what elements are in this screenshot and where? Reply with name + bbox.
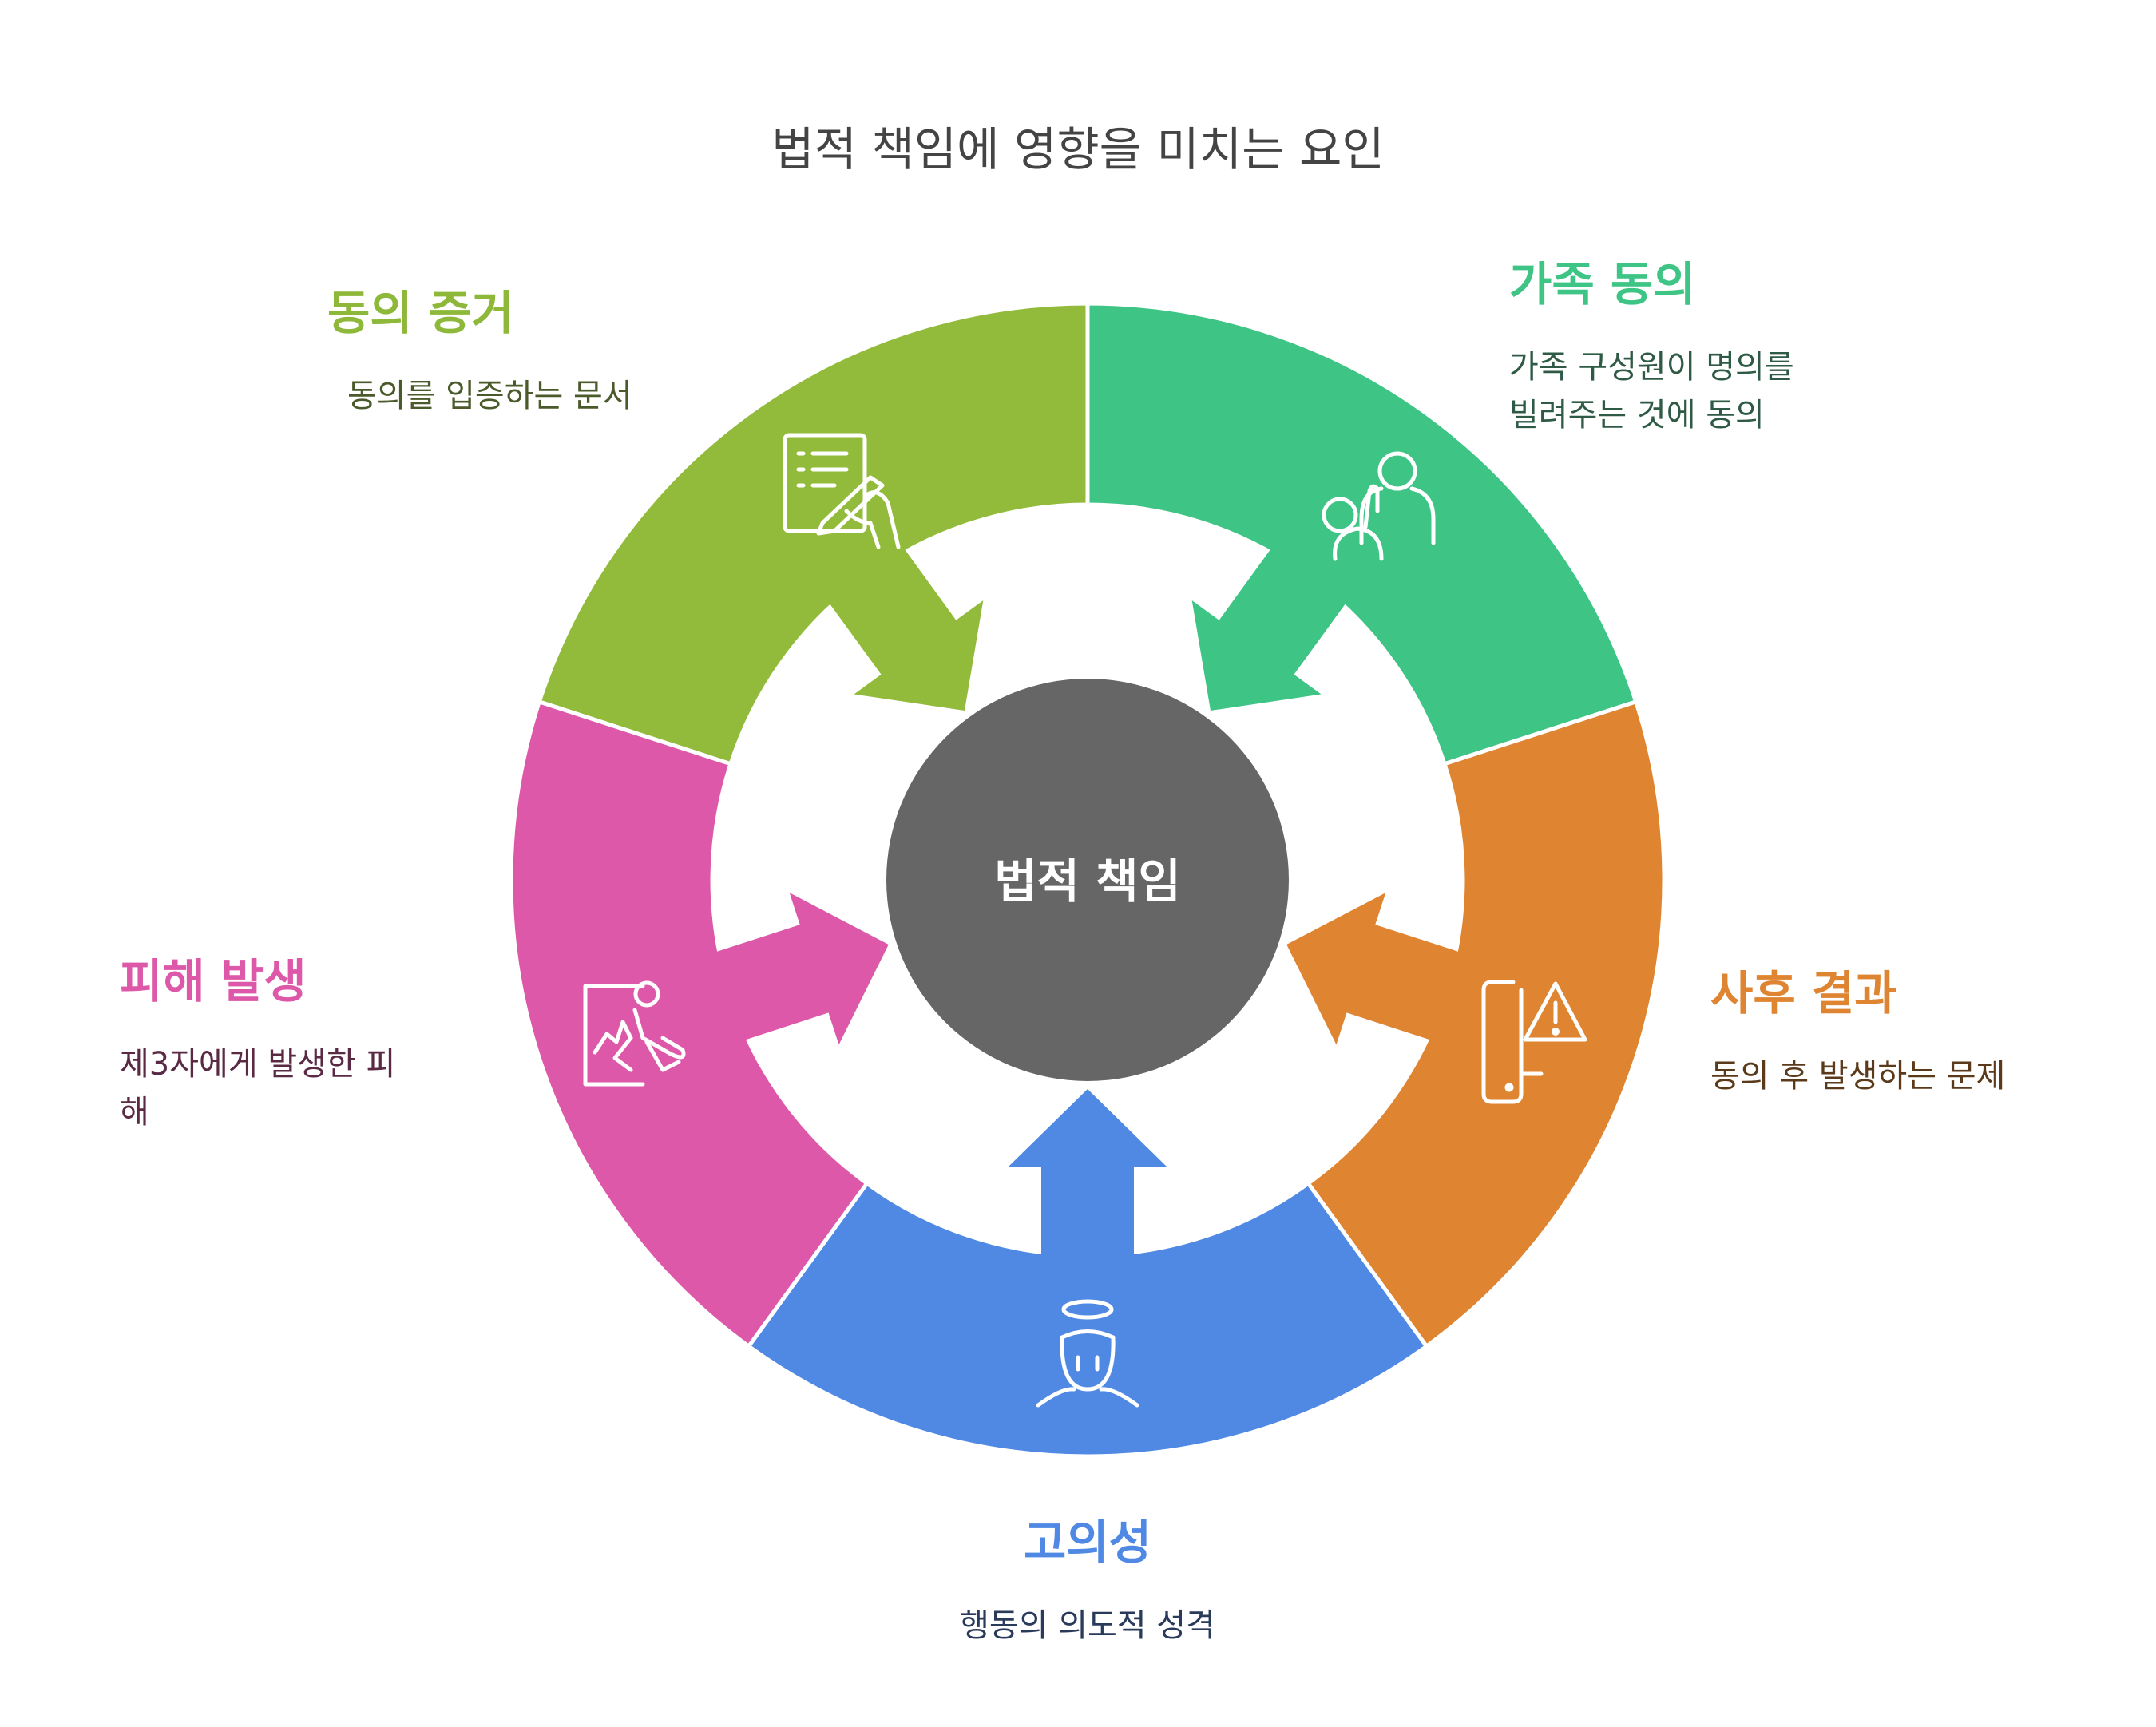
phone-warning-icon	[1481, 980, 1587, 1104]
arrow-harm	[678, 893, 889, 1052]
family-people-icon	[1322, 451, 1436, 561]
label-aftermath-description: 동의 후 발생하는 문제	[1710, 1057, 2006, 1095]
label-evidence-description: 동의를 입증하는 문서	[347, 377, 632, 414]
halo-person-icon	[1036, 1299, 1139, 1408]
label-harm-description-line: 해	[120, 1093, 149, 1131]
label-intent-description: 행동의 의도적 성격	[960, 1606, 1215, 1644]
segment-intent	[746, 1180, 1429, 1459]
diagram-title: 법적 책임에 영향을 미치는 요인	[771, 122, 1385, 176]
arrow-intent	[1008, 1089, 1167, 1295]
label-family-description: 가족 구성원이 명의를 빌려주는 것에 동의	[1509, 343, 1956, 439]
label-harm-description-line: 제3자에게 발생한 피	[120, 1045, 396, 1083]
label-evidence: 동의 증거 동의를 입증하는 문서	[327, 286, 727, 420]
falling-person-icon	[583, 980, 686, 1087]
label-family-description-line: 가족 구성원이 명의를	[1509, 348, 1794, 386]
center-label: 법적 책임	[994, 854, 1181, 909]
label-intent-title: 고의성	[1023, 1515, 1152, 1570]
segment-evidence	[537, 301, 1090, 766]
label-evidence-title: 동의 증거	[327, 286, 514, 340]
arrow-aftermath	[1286, 893, 1497, 1052]
arrow-evidence	[806, 517, 984, 711]
segment-harm	[509, 699, 870, 1349]
label-harm-title: 피해 발생	[120, 954, 307, 1008]
document-signing-icon	[783, 433, 901, 549]
label-family: 가족 동의 가족 구성원이 명의를 빌려주는 것에 동의	[1509, 257, 1956, 439]
label-intent: 고의성 행동의 의도적 성격	[848, 1515, 1327, 1650]
label-family-description-line: 빌려주는 것에 동의	[1509, 396, 1765, 434]
label-harm-description: 제3자에게 발생한 피 해	[120, 1040, 431, 1136]
segment-aftermath	[1305, 699, 1667, 1349]
arrow-family	[1191, 517, 1369, 711]
label-aftermath-title: 사후 결과	[1710, 966, 1897, 1020]
label-aftermath: 사후 결과 동의 후 발생하는 문제	[1710, 966, 2126, 1100]
center-circle	[886, 679, 1289, 1081]
label-family-title: 가족 동의	[1509, 257, 1696, 311]
label-harm: 피해 발생 제3자에게 발생한 피 해	[120, 954, 431, 1136]
